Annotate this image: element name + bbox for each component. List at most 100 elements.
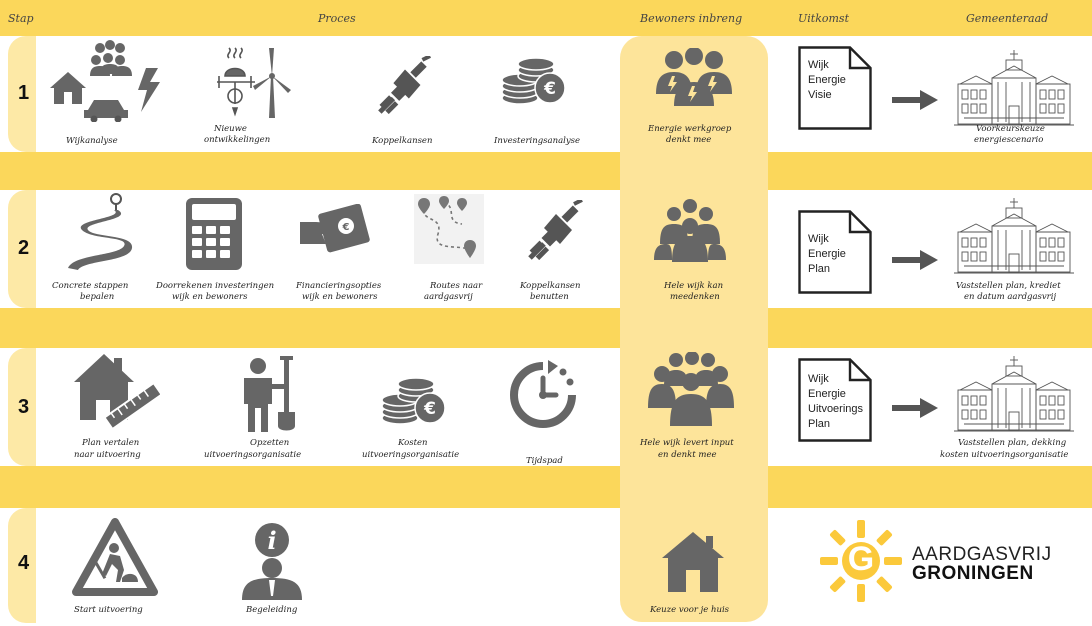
label-opzetten: Opzetten — [250, 438, 290, 448]
doc-line: Energie — [808, 74, 846, 86]
logo-text-line2: GRONINGEN — [912, 563, 1034, 584]
header-stap: Stap — [8, 12, 34, 25]
coins-euro-icon — [378, 376, 448, 426]
logo-letter: G — [847, 540, 875, 578]
step-cell — [8, 508, 36, 623]
city-hall-icon — [954, 354, 1074, 434]
bewoners-label: Hele wijk levert input — [640, 438, 734, 448]
label-uitvoeringsorganisatie: uitvoeringsorganisatie — [204, 450, 302, 460]
separator-band — [0, 308, 1092, 348]
raad-label: kosten uitvoeringsorganisatie — [940, 450, 1069, 460]
bewoners-label: meedenken — [670, 292, 720, 302]
arrow-right-icon — [892, 90, 938, 110]
raad-label: en datum aardgasvrij — [964, 292, 1057, 302]
doc-line: Wijk — [808, 59, 829, 71]
sun-logo-icon: G — [818, 518, 904, 604]
crowd-icon — [648, 352, 734, 428]
doc-line: Wijk — [808, 373, 829, 385]
header-bar: Stap Proces Bewoners inbreng Uitkomst Ge… — [0, 0, 1092, 34]
city-hall-icon — [954, 48, 1074, 128]
label-aardgasvrij: aardgasvrij — [424, 292, 473, 302]
bewoners-column — [620, 36, 768, 622]
label-concrete-stappen: Concrete stappen — [52, 281, 129, 291]
doc-line: Uitvoerings — [808, 403, 864, 415]
roadwork-sign-icon — [72, 518, 158, 596]
step-cell — [8, 348, 36, 466]
route-map-icon — [414, 194, 484, 264]
svg-text:€: € — [342, 222, 350, 233]
doc-line: Plan — [808, 263, 831, 275]
separator-band — [0, 466, 1092, 508]
label-benutten: benutten — [530, 292, 569, 302]
label-routes-naar: Routes naar — [430, 281, 483, 291]
house-icon — [662, 530, 724, 592]
header-uitkomst: Uitkomst — [798, 12, 849, 25]
label-plan-vertalen: Plan vertalen — [82, 438, 140, 448]
label-naar-uitvoering: naar uitvoering — [74, 450, 141, 460]
label-wijk-bewoners: wijk en bewoners — [172, 292, 248, 302]
coins-euro-icon — [498, 56, 568, 106]
energy-group-icon — [650, 48, 738, 108]
label-investeringsanalyse: Investeringsanalyse — [494, 136, 581, 146]
document-wijk-energie-visie: Wijk Energie Visie — [798, 46, 872, 130]
label-ontwikkelingen: ontwikkelingen — [204, 135, 271, 145]
clock-icon — [508, 360, 578, 430]
label-uitvoeringsorganisatie: uitvoeringsorganisatie — [362, 450, 460, 460]
row-step-4 — [8, 508, 1090, 626]
raad-label: Vaststellen plan, krediet — [956, 281, 1061, 291]
step-cell — [8, 36, 36, 152]
header-bewoners: Bewoners inbreng — [640, 12, 743, 25]
label-nieuwe: Nieuwe — [214, 124, 247, 134]
raad-label: energiescenario — [974, 135, 1044, 145]
raad-label: Voorkeurskeuze — [976, 124, 1045, 134]
label-kosten: Kosten — [398, 438, 428, 448]
logo-text-line1: AARDGASVRIJ — [912, 544, 1052, 565]
label-begeleiding: Begeleiding — [246, 605, 298, 615]
doc-line: Energie — [808, 248, 846, 260]
winding-path-icon — [64, 192, 136, 272]
label-koppelkansen: Koppelkansen — [520, 281, 581, 291]
svg-text:i: i — [267, 526, 276, 555]
document-wijk-energie-uitvoeringsplan: Wijk Energie Uitvoerings Plan — [798, 358, 872, 442]
step-number: 4 — [18, 552, 30, 574]
separator-band — [0, 34, 1092, 36]
worker-shovel-icon — [240, 356, 298, 434]
bewoners-label: Hele wijk kan — [664, 281, 724, 291]
header-gemeenteraad: Gemeenteraad — [966, 12, 1049, 25]
label-start-uitvoering: Start uitvoering — [74, 605, 143, 615]
label-wijkanalyse: Wijkanalyse — [66, 136, 118, 146]
label-wijk-bewoners: wijk en bewoners — [302, 292, 378, 302]
arrow-right-icon — [892, 398, 938, 418]
calculator-icon — [186, 198, 242, 270]
label-koppelkansen: Koppelkansen — [372, 136, 433, 146]
separator-band — [0, 152, 1092, 190]
house-ruler-icon — [70, 352, 160, 428]
doc-line: Visie — [808, 89, 832, 101]
doc-line: Energie — [808, 388, 846, 400]
bewoners-label: Energie werkgroep — [648, 124, 732, 134]
bewoners-label: denkt mee — [666, 135, 712, 145]
document-wijk-energie-plan: Wijk Energie Plan — [798, 210, 872, 294]
city-hall-icon — [954, 196, 1074, 276]
info-person-icon: i — [236, 522, 308, 600]
bewoners-label: en denkt mee — [658, 450, 717, 460]
step-number: 2 — [18, 237, 30, 259]
crowd-icon — [654, 198, 726, 264]
label-doorrekenen: Doorrekenen investeringen — [156, 281, 275, 291]
bewoners-label: Keuze voor je huis — [650, 605, 730, 615]
header-proces: Proces — [318, 12, 356, 25]
label-financieringsopties: Financieringsopties — [296, 281, 382, 291]
arrow-right-icon — [892, 250, 938, 270]
raad-label: Vaststellen plan, dekking — [958, 438, 1067, 448]
step-number: 1 — [18, 82, 30, 104]
step-cell — [8, 190, 36, 308]
house-people-car-bolt-icon — [48, 38, 166, 122]
doc-line: Wijk — [808, 233, 829, 245]
label-bepalen: bepalen — [80, 292, 115, 302]
step-number: 3 — [18, 396, 30, 418]
plug-icon — [376, 56, 434, 114]
label-tijdspad: Tijdspad — [526, 456, 563, 466]
plug-icon — [526, 200, 586, 260]
money-hand-icon: € — [300, 204, 372, 260]
